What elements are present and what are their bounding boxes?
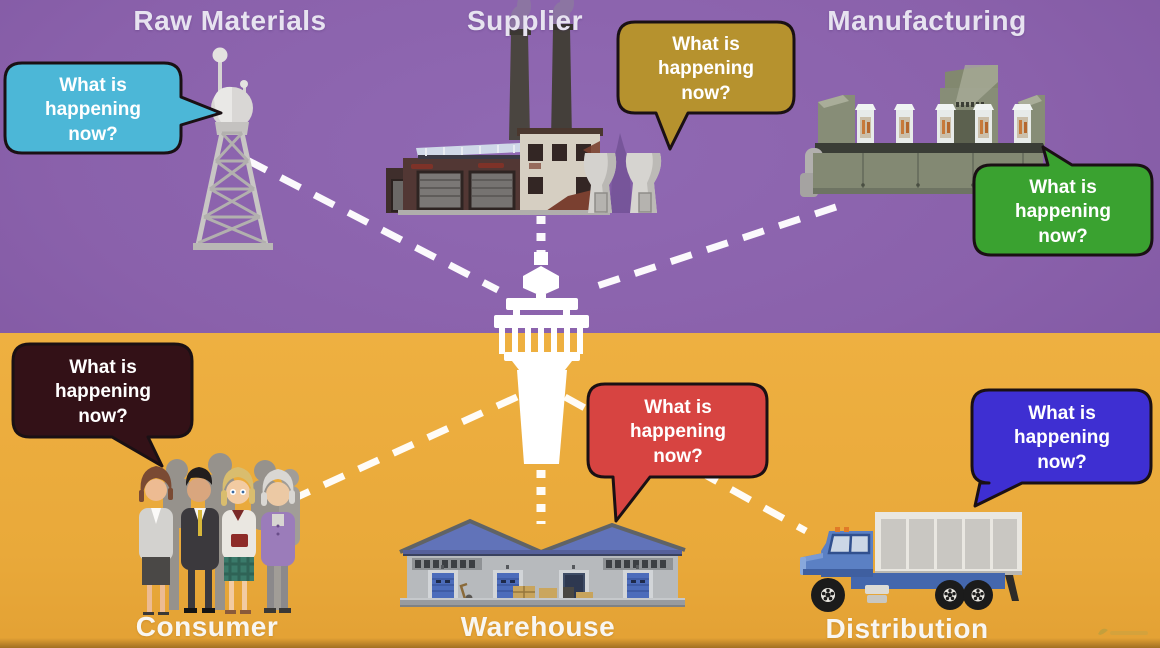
control-tower-icon <box>494 252 589 464</box>
chassis <box>851 573 1005 589</box>
label-distribution: Distribution <box>825 613 989 644</box>
hopper-towers <box>818 65 1045 145</box>
watermark-logo <box>1098 628 1148 635</box>
people-group-icon <box>139 453 300 615</box>
link-raw-materials <box>245 156 500 294</box>
warehouse-icon <box>399 518 686 607</box>
truck-cab <box>800 527 873 577</box>
bubble-warehouse: What is happening now? <box>586 382 770 524</box>
person-businesswoman <box>139 466 173 615</box>
bottom-vignette <box>0 638 1160 648</box>
chimneys <box>508 24 573 140</box>
bubble-text: What is happening now? <box>44 75 142 145</box>
roll-doors <box>416 170 516 211</box>
speech-bubble-shape <box>3 61 223 155</box>
bubble-text: What is happening now? <box>1013 403 1111 473</box>
person-young-woman <box>221 467 256 614</box>
fuel-tank <box>865 585 889 603</box>
label-supplier: Supplier <box>466 5 583 36</box>
warehouse-windows <box>412 558 673 570</box>
red-marks <box>411 163 504 169</box>
wheels <box>811 578 993 612</box>
speech-bubble-shape <box>586 382 769 523</box>
label-consumer: Consumer <box>135 611 279 642</box>
conveyor-belt <box>815 143 1047 153</box>
tower-hexagon <box>523 266 559 296</box>
truck-icon <box>800 512 1022 612</box>
mud-flap <box>1005 575 1019 601</box>
conveyor-boxes <box>855 104 1033 143</box>
bubble-manufacturing: What is happening now? <box>972 145 1156 257</box>
speech-bubble-shape <box>11 342 194 468</box>
tower-cabin-posts <box>499 327 583 354</box>
cargo-box <box>875 512 1022 575</box>
radar-dome <box>211 86 253 135</box>
radio-tower-icon <box>193 47 273 250</box>
tower-shaft <box>517 370 567 464</box>
bubble-distribution: What is happening now? <box>970 388 1154 510</box>
label-raw-materials: Raw Materials <box>133 5 327 36</box>
cooling-towers <box>583 153 662 213</box>
bubble-supplier: What is happening now? <box>616 20 798 152</box>
person-elderly-woman <box>261 469 295 613</box>
speech-bubble-shape <box>972 145 1154 257</box>
label-warehouse: Warehouse <box>460 611 616 642</box>
factory-icon <box>386 0 662 215</box>
main-dark-building <box>386 143 522 213</box>
bubble-text: What is happening now? <box>54 357 152 427</box>
bubble-consumer: What is happening now? <box>11 342 195 468</box>
bubble-text: What is happening now? <box>629 397 727 467</box>
label-manufacturing: Manufacturing <box>827 5 1027 36</box>
bubble-text: What is happening now? <box>657 34 755 104</box>
person-businessman <box>181 467 219 613</box>
speech-bubble-shape <box>970 388 1153 508</box>
speech-bubble-shape <box>616 20 796 151</box>
bubble-raw-materials: What is happening now? <box>3 61 225 155</box>
link-manufacturing <box>583 203 838 294</box>
lattice-bracing <box>197 131 267 245</box>
bubble-text: What is happening now? <box>1014 177 1112 247</box>
link-consumer <box>282 393 519 507</box>
warehouse-roof <box>399 518 686 556</box>
